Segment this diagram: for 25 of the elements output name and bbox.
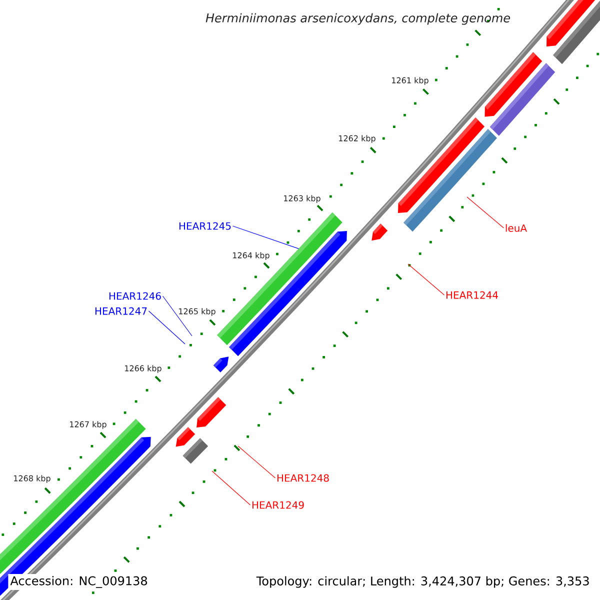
leader-line: [466, 196, 504, 228]
tick-label: 1265 kbp: [179, 308, 216, 316]
leader-line: [148, 310, 186, 344]
gene-label: leuA: [506, 224, 527, 232]
leader-line: [162, 296, 192, 336]
tick-label: 1263 kbp: [284, 195, 320, 203]
leader-line: [212, 470, 251, 506]
gene-label: HEAR1249: [252, 501, 304, 509]
gene-label: HEAR1245: [179, 222, 231, 230]
tick-label: 1267 kbp: [70, 421, 106, 429]
leader-line: [232, 226, 299, 249]
tick-label: 1266 kbp: [125, 365, 162, 373]
tick-label: 1262 kbp: [339, 135, 376, 143]
genome-info-text: Topology: circular; Length: 3,424,307 bp; Genes: 3,353: [254, 574, 592, 590]
leader-line: [238, 446, 276, 478]
leader-line: [408, 264, 445, 296]
tick-label: 1268 kbp: [14, 475, 50, 483]
gene-label: HEAR1247: [95, 307, 147, 315]
tick-label: 1261 kbp: [392, 77, 428, 85]
title: Herminiimonas arsenicoxydans, complete genome: [206, 13, 510, 25]
gene-label: HEAR1244: [446, 291, 498, 299]
tick-label: 1264 kbp: [233, 252, 270, 260]
gene-label: HEAR1248: [277, 474, 329, 482]
accession-text: Accession: NC_009138: [8, 574, 150, 590]
gene-label: HEAR1246: [109, 292, 161, 300]
